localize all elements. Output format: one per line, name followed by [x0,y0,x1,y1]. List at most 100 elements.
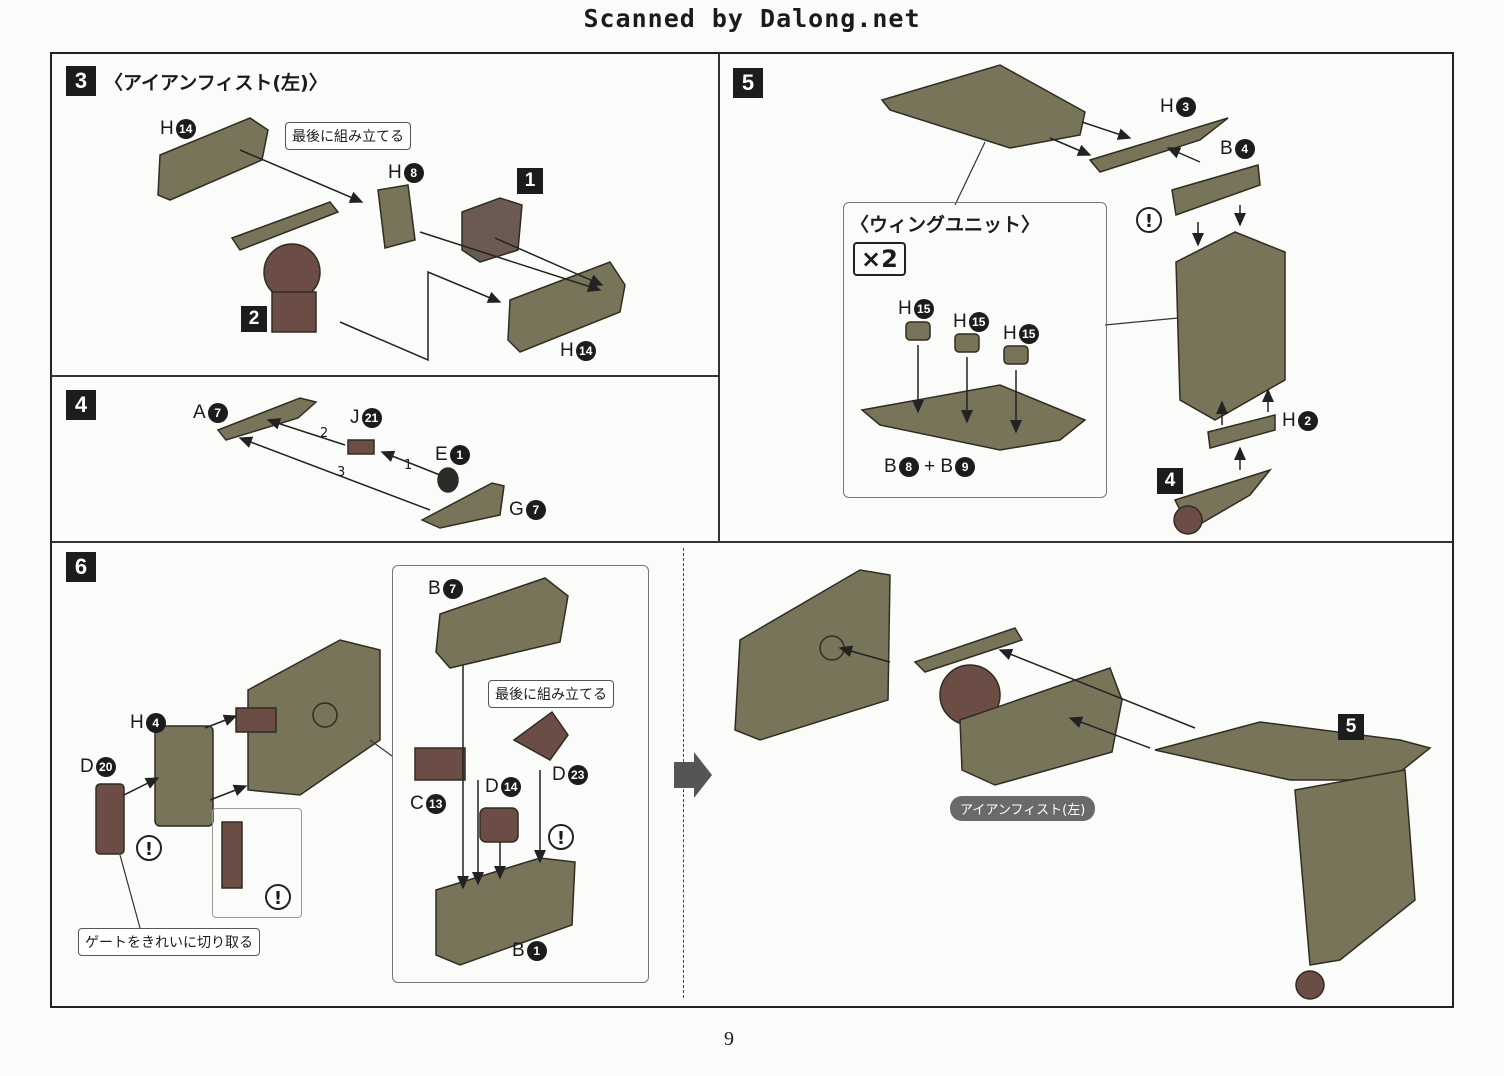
part-d20 [95,783,125,855]
part-final-wheel [1295,970,1325,1000]
arrow-h8-to-plate [419,231,602,293]
page-number: 9 [724,1028,734,1050]
arrow-d20-to-h4 [123,777,160,796]
sub-assembly-4: 4 [1157,468,1183,494]
part-g7 [420,482,505,529]
multiplier-badge: ×2 [853,242,906,276]
part-joint [235,707,277,733]
part-b4 [1171,164,1261,217]
sub-assembly-panel [392,565,649,983]
part-h4 [154,725,214,827]
arrow-h14-to-h8 [239,149,364,203]
part-a7 [216,397,318,441]
part-h3 [1088,117,1229,173]
leader-gate-note [119,854,141,929]
arrow-wing-to-h3 [1081,121,1132,140]
order-3: 3 [337,465,346,480]
part-h15-2 [954,333,980,353]
sub-assembly-5: 5 [1338,714,1364,740]
leader-unit-panel-b [1104,317,1179,326]
warning-icon: ! [265,884,291,910]
callout-assemble-last-2: 最後に組み立てる [488,680,614,708]
part-sub2-base [271,291,317,333]
divider-vertical-top [718,53,720,541]
arrow-wing-to-fist [998,648,1196,729]
warning-icon: ! [548,824,574,850]
part-shield-hub [312,702,338,728]
order-2: 2 [320,426,329,441]
arrow-wing-to-h3-b [1049,137,1092,156]
part-d23 [512,710,569,761]
step-6-number: 6 [66,552,96,582]
order-1: 1 [404,458,413,473]
arrow-e1-to-j21 [380,450,441,476]
arrow-sub2-to-plate [339,270,502,362]
sub-assembly-2: 2 [241,306,267,332]
part-h2 [1207,414,1276,449]
instruction-frame [50,52,1454,1008]
arrow-b4-to-h3 [1166,147,1201,163]
arrow-h4-to-shield-b [209,784,248,801]
part-final-shield [734,569,891,741]
arrow-shield-to-hub [838,645,891,663]
arrow-sub1-to-plate [494,237,604,286]
part-wing-top [880,64,1086,149]
warning-icon: ! [136,835,162,861]
step-3-number: 3 [66,66,96,96]
part-h14-plate-b [507,261,626,353]
part-h15-1 [905,321,931,341]
part-sub4-wheel [1173,505,1203,535]
divider-top-bottom [51,541,1453,543]
part-final-wing-top [1154,721,1432,781]
part-upper-plate [230,201,340,251]
warning-icon: ! [1136,207,1162,233]
leader-s6-shield [369,739,393,757]
part-wing-body [1175,231,1286,421]
step-4-number: 4 [66,390,96,420]
wing-unit-title: 〈ウィングユニット〉 [850,214,1041,236]
sub-assembly-1: 1 [517,168,543,194]
arrow-h4-to-shield [204,714,238,729]
part-sub1 [461,197,523,263]
part-h8 [377,184,416,249]
iron-fist-label: アイアンフィスト(左) [950,796,1096,821]
part-j21 [347,439,375,455]
arrow-g7-to-a7 [238,436,431,511]
part-b7 [435,577,569,669]
step-3-title: 〈アイアンフィスト(左)〉 [104,72,328,94]
part-d20-detail [221,821,243,889]
part-c13 [414,747,466,781]
part-e1 [437,467,459,493]
part-final-fist [959,667,1123,786]
callout-remove-gate: ゲートをきれいに切り取る [78,928,260,956]
part-h15-3 [1003,345,1029,365]
callout-assemble-last: 最後に組み立てる [285,122,411,150]
arrow-j21-to-a7 [266,417,346,446]
arrow-wing-to-fist-b [1068,716,1151,749]
big-arrow-icon [674,752,712,798]
scan-watermark: Scanned by Dalong.net [583,4,921,33]
part-d14 [479,807,519,843]
gate-detail-box [212,808,302,918]
leader-unit-panel [954,141,986,206]
